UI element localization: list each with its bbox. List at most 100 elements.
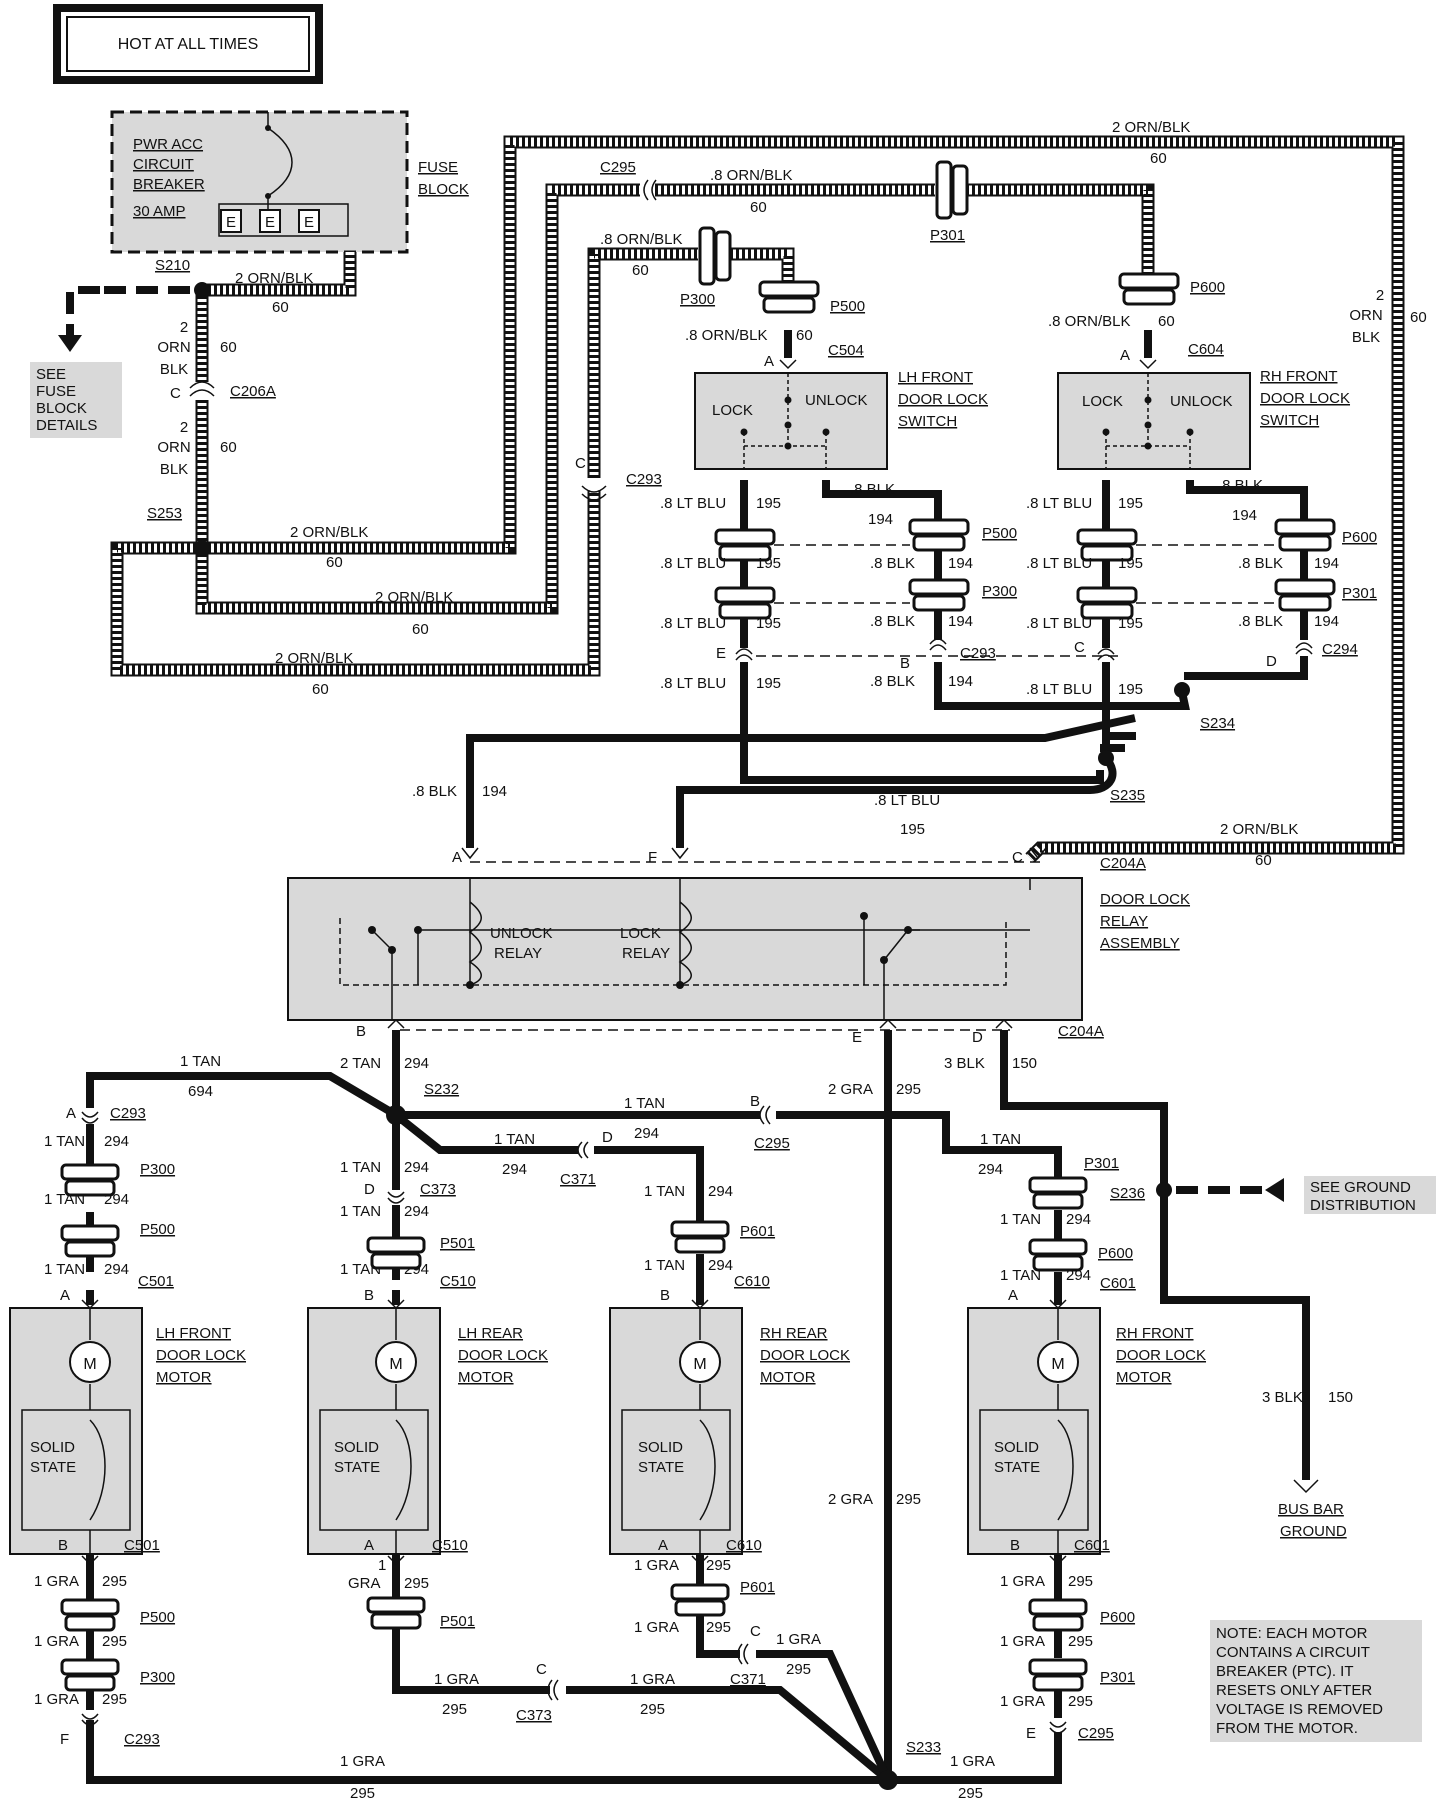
- p501-label: P501: [440, 1235, 475, 1252]
- wire-label: 295: [640, 1701, 665, 1718]
- hot-at-all-times-box: HOT AT ALL TIMES: [53, 4, 323, 84]
- wire-label: 295: [350, 1785, 375, 1800]
- wire-label: 294: [104, 1261, 129, 1278]
- wire-label: .8 BLK: [412, 783, 457, 800]
- pin-b: B: [660, 1287, 670, 1304]
- motor-output-connectors: [60, 1555, 1088, 1734]
- lock-relay-label-1: LOCK: [620, 925, 661, 942]
- pin-d: D: [972, 1029, 983, 1046]
- c373-label: C373: [516, 1707, 552, 1724]
- breaker-label-2: CIRCUIT: [133, 156, 194, 173]
- wire-label: 2 ORN/BLK: [235, 270, 313, 287]
- lh-switch-name-2: DOOR LOCK: [898, 391, 988, 408]
- pin-b: B: [364, 1287, 374, 1304]
- wire-label: .8 LT BLU: [874, 792, 940, 809]
- splice-s253: [194, 540, 210, 556]
- lh-rear-door-lock-motor: M SOLID STATE LH REAR DOOR LOCK MOTOR: [307, 1307, 548, 1555]
- lh-switch-name-3: SWITCH: [898, 413, 957, 430]
- unlock-relay-label-1: UNLOCK: [490, 925, 553, 942]
- splice-s234: [1174, 682, 1190, 698]
- wire-label: 295: [896, 1081, 921, 1098]
- wire-label: .8 ORN/BLK: [710, 167, 793, 184]
- wire-label: ORN: [1349, 307, 1382, 324]
- p500-label: P500: [140, 1609, 175, 1626]
- fuse-block-label-2: BLOCK: [418, 181, 469, 198]
- switch-unlock-label: UNLOCK: [1170, 393, 1233, 410]
- c510-label: C510: [432, 1537, 468, 1554]
- wire-label: 294: [104, 1133, 129, 1150]
- c294-label: C294: [1322, 641, 1358, 658]
- wire-label: 60: [220, 439, 237, 456]
- pin-c: C: [170, 385, 181, 402]
- wire-label: ORN: [157, 439, 190, 456]
- ground-terminal-icon: [1293, 1479, 1319, 1494]
- breaker-label-1: PWR ACC: [133, 136, 203, 153]
- wire-label: 1 GRA: [950, 1753, 995, 1770]
- see-details-1: SEE: [36, 366, 66, 383]
- switch-unlock-label: UNLOCK: [805, 392, 868, 409]
- wire-label: 60: [412, 621, 429, 638]
- wire-label: 1 TAN: [1000, 1267, 1041, 1284]
- wire-label: 1 TAN: [494, 1131, 535, 1148]
- terminal-e-2: E: [265, 214, 275, 231]
- wire-label: 60: [1410, 309, 1427, 326]
- pin-b: B: [356, 1023, 366, 1040]
- lh-front-name-2: DOOR LOCK: [156, 1347, 246, 1364]
- wire-label: 60: [796, 327, 813, 344]
- motor-letter: M: [693, 1356, 706, 1373]
- wire-label: 195: [756, 555, 781, 572]
- p300-label: P300: [140, 1161, 175, 1178]
- p500-label: P500: [982, 525, 1017, 542]
- wire-label: 195: [900, 821, 925, 838]
- fuse-block-label-1: FUSE: [418, 159, 458, 176]
- arrow-left-icon: [1265, 1178, 1284, 1202]
- wire-label: ORN: [157, 339, 190, 356]
- c601-label: C601: [1100, 1275, 1136, 1292]
- wire-label: 294: [502, 1161, 527, 1178]
- wire-label: 295: [958, 1785, 983, 1800]
- c295-top-label: C295: [600, 159, 636, 176]
- breaker-element-icon: [267, 112, 293, 197]
- p301-label: P301: [1084, 1155, 1119, 1172]
- wire-label: 295: [786, 1661, 811, 1678]
- switch-lock-label: LOCK: [1082, 393, 1123, 410]
- rh-rear-door-lock-motor: M SOLID STATE RH REAR DOOR LOCK MOTOR: [609, 1307, 850, 1555]
- wire-label: GRA: [348, 1575, 381, 1592]
- pin-a: A: [452, 849, 462, 866]
- relay-name-2: RELAY: [1100, 913, 1148, 930]
- bus-bar-label-1: BUS BAR: [1278, 1501, 1344, 1518]
- wire-label: 294: [708, 1183, 733, 1200]
- wire-label: 295: [102, 1691, 127, 1708]
- wire-label: 294: [404, 1159, 429, 1176]
- wire-label: 294: [978, 1161, 1003, 1178]
- rh-front-name-1: RH FRONT: [1116, 1325, 1194, 1342]
- wire-label: 294: [404, 1203, 429, 1220]
- c371-label: C371: [560, 1171, 596, 1188]
- wire-label: 295: [102, 1573, 127, 1590]
- solid-state-1: SOLID: [30, 1439, 75, 1456]
- wire-label: 2 GRA: [828, 1491, 873, 1508]
- rh-front-door-lock-motor: M SOLID STATE RH FRONT DOOR LOCK MOTOR: [967, 1307, 1206, 1555]
- wire-label: 60: [272, 299, 289, 316]
- s232-label: S232: [424, 1081, 459, 1098]
- pin-c: C: [750, 1623, 761, 1640]
- motor-letter: M: [389, 1356, 402, 1373]
- s236-label: S236: [1110, 1185, 1145, 1202]
- wire-label: 194: [948, 555, 973, 572]
- wire-label: .8 BLK: [870, 673, 915, 690]
- wire-label: 2 ORN/BLK: [1112, 119, 1190, 136]
- p601-label: P601: [740, 1579, 775, 1596]
- wire-label: 295: [102, 1633, 127, 1650]
- wire-label: .8 BLK: [870, 613, 915, 630]
- pin-f: F: [60, 1731, 69, 1748]
- wire-label: 1 TAN: [1000, 1211, 1041, 1228]
- see-details-4: DETAILS: [36, 417, 97, 434]
- lh-front-name-3: MOTOR: [156, 1369, 212, 1386]
- wire-label: 1 GRA: [1000, 1573, 1045, 1590]
- splice-s210: [194, 282, 210, 298]
- lh-front-door-lock-motor: M SOLID STATE LH FRONT DOOR LOCK MOTOR: [9, 1307, 246, 1555]
- wire-label: 1 GRA: [34, 1573, 79, 1590]
- solid-state-1: SOLID: [638, 1439, 683, 1456]
- breaker-label-3: BREAKER: [133, 176, 205, 193]
- wire-label: .8 LT BLU: [660, 495, 726, 512]
